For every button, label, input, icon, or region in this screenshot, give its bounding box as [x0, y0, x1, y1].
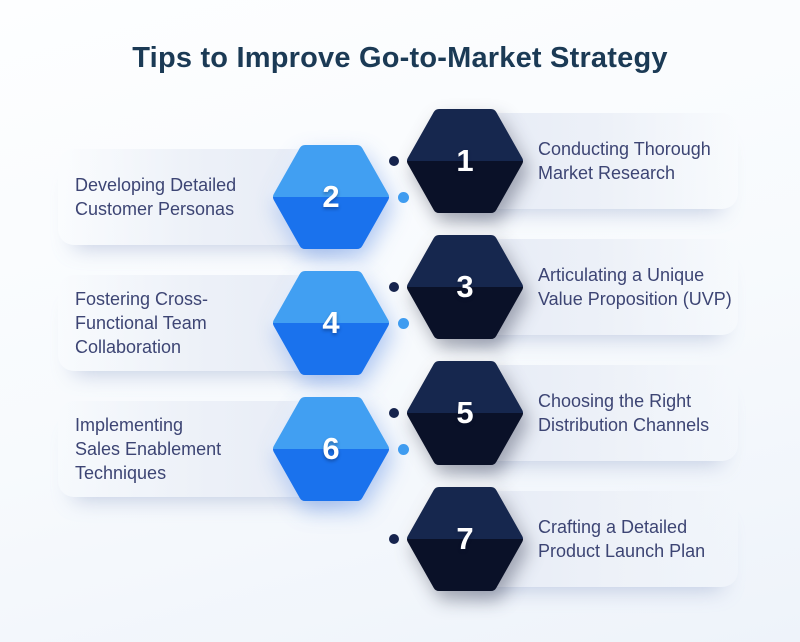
label-line: Market Research — [538, 163, 676, 183]
label-line: Distribution Channels — [538, 415, 710, 435]
label-line: Customer Personas — [75, 199, 235, 219]
label-line: Fostering Cross- — [75, 289, 209, 309]
label-line: Crafting a Detailed — [538, 517, 688, 537]
label-line: Product Launch Plan — [538, 541, 706, 561]
label-line: Articulating a Unique — [538, 265, 705, 285]
step-label-3: Articulating a Unique Value Proposition … — [538, 263, 732, 311]
step-number: 6 — [322, 431, 340, 466]
step-label-6: Implementing Sales Enablement Techniques — [75, 413, 221, 485]
connector-dot-blue-icon — [398, 444, 409, 455]
label-line: Sales Enablement — [75, 439, 222, 459]
connector-dot-blue-icon — [398, 192, 409, 203]
step-hexagon-3: 3 — [407, 233, 523, 341]
step-number: 5 — [456, 395, 474, 430]
connector-dot-dark-icon — [389, 534, 399, 544]
step-label-2: Developing Detailed Customer Personas — [75, 173, 236, 221]
label-line: Conducting Thorough — [538, 139, 711, 159]
step-label-7: Crafting a Detailed Product Launch Plan — [538, 515, 705, 563]
label-line: Value Proposition (UVP) — [538, 289, 732, 309]
label-line: Collaboration — [75, 337, 182, 357]
label-line: Implementing — [75, 415, 184, 435]
step-hexagon-6: 6 — [273, 395, 389, 503]
page-title: Tips to Improve Go-to-Market Strategy — [132, 42, 668, 74]
step-number: 4 — [322, 305, 340, 340]
step-number: 3 — [456, 269, 474, 304]
step-number: 1 — [456, 143, 474, 178]
connector-dot-blue-icon — [398, 318, 409, 329]
label-line: Functional Team — [75, 313, 207, 333]
step-label-5: Choosing the Right Distribution Channels — [538, 389, 709, 437]
connector-dot-dark-icon — [389, 282, 399, 292]
step-label-1: Conducting Thorough Market Research — [538, 137, 711, 185]
step-hexagon-1: 1 — [407, 107, 523, 215]
step-number: 7 — [456, 521, 474, 556]
label-line: Choosing the Right — [538, 391, 692, 411]
label-line: Developing Detailed — [75, 175, 237, 195]
connector-dot-dark-icon — [389, 408, 399, 418]
connector-dot-dark-icon — [389, 156, 399, 166]
step-hexagon-5: 5 — [407, 359, 523, 467]
step-hexagon-7: 7 — [407, 485, 523, 593]
step-hexagon-2: 2 — [273, 143, 389, 251]
step-number: 2 — [322, 179, 340, 214]
step-hexagon-4: 4 — [273, 269, 389, 377]
label-line: Techniques — [75, 463, 167, 483]
step-label-4: Fostering Cross- Functional Team Collabo… — [75, 287, 208, 359]
